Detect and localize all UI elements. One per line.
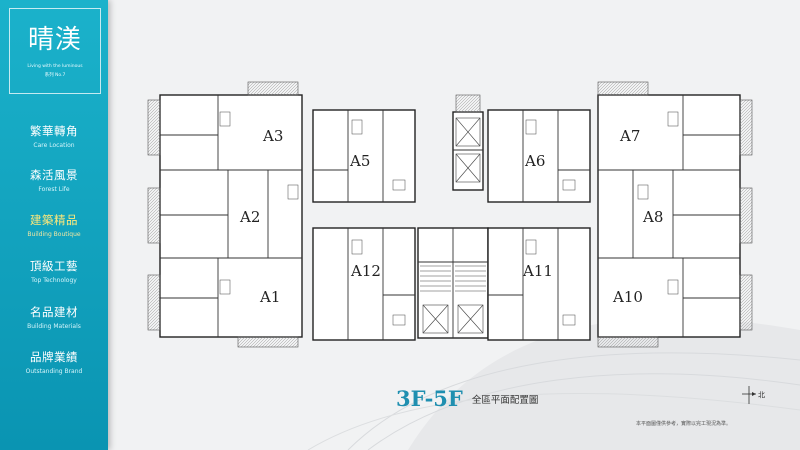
main-content: A3 A2 A1 A5 A12 A6 A11 A7 A8 A10 3F-5F 全… [108,0,800,450]
nav-sublabel: Outstanding Brand [25,368,83,375]
elevators [422,117,484,334]
compass-label: 北 [758,391,765,399]
disclaimer: 本平面圖僅供參考，實際以完工現況為準。 [636,421,732,427]
brand-logo[interactable]: 晴渼 Living with the luminous 系列 No.7 [9,8,101,94]
nav-sublabel: Top Technology [31,277,77,284]
nav-label: 森活風景 [30,168,78,182]
nav-label: 品牌業績 [30,350,78,364]
block-a6 [487,109,591,203]
unit-label-a2: A2 [239,208,260,226]
nav-sublabel: Building Boutique [27,231,81,238]
unit-label-a11: A11 [522,262,553,280]
unit-label-a1: A1 [259,288,280,306]
nav-label: 建築精品 [30,213,78,227]
floor-plan: A3 A2 A1 A5 A12 A6 A11 A7 A8 A10 [147,81,800,450]
nav-item-top-technology[interactable]: 頂級工藝 Top Technology [0,258,108,284]
floor-range: 3F-5F [396,386,463,411]
unit-label-a5: A5 [349,152,370,170]
sidebar: 晴渼 Living with the luminous 系列 No.7 繁華轉角… [0,0,108,450]
background-swoosh [408,317,800,450]
plan-title: 3F-5F 全區平面配置圖 [396,386,538,411]
unit-label-a10: A10 [612,288,643,306]
unit-label-a3: A3 [262,127,283,145]
nav-sublabel: Forest Life [38,186,70,193]
nav-item-forest-life[interactable]: 森活風景 Forest Life [0,167,108,193]
unit-label-a6: A6 [524,152,545,170]
brand-series: 系列 No.7 [44,73,66,78]
balconies [147,81,753,348]
nav-sublabel: Building Materials [27,323,81,330]
unit-label-a7: A7 [619,127,640,145]
unit-label-a12: A12 [350,262,381,280]
core-north [452,111,484,191]
fixtures [219,111,679,326]
nav-item-care-location[interactable]: 繁華轉角 Care Location [0,123,108,149]
nav-item-outstanding-brand[interactable]: 品牌業績 Outstanding Brand [0,349,108,375]
nav-sublabel: Care Location [33,142,75,149]
brand-mark: 晴渼 [27,25,82,55]
unit-label-a8: A8 [642,208,663,226]
north-arrow-icon: 北 [742,386,765,404]
interior-walls [160,95,740,340]
nav-item-building-materials[interactable]: 名品建材 Building Materials [0,304,108,330]
nav-label: 繁華轉角 [30,124,78,138]
plan-subtitle: 全區平面配置圖 [471,394,539,406]
nav-label: 名品建材 [30,305,78,319]
nav-item-building-boutique[interactable]: 建築精品 Building Boutique [0,212,108,238]
stairs [420,265,486,292]
nav-label: 頂級工藝 [30,259,78,273]
brand-tagline: Living with the luminous [27,64,83,69]
